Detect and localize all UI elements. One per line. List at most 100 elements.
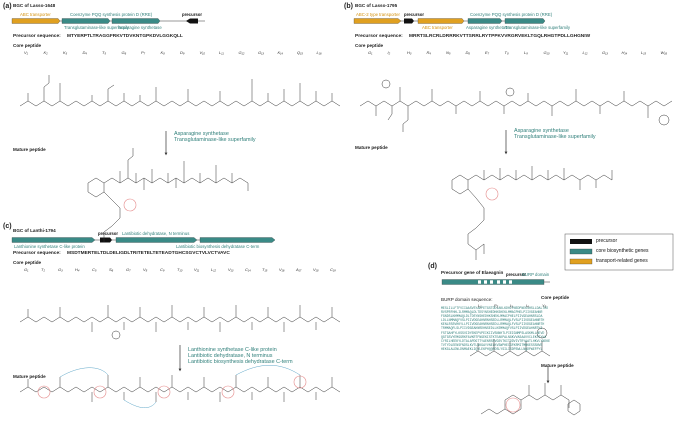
enzyme-c-1: Lanthionine synthetase C-like protein <box>188 347 277 353</box>
burp-sequence-line: TVTYDLEENSFNDSLKVTLNKGAYVNELKVSWPHECGFKR… <box>441 342 543 347</box>
gene-cluster-d <box>441 279 550 285</box>
residue-label: L₁₂ <box>582 50 588 55</box>
residue-label: T₈ <box>504 50 509 55</box>
residue-label: D₄ <box>82 50 88 55</box>
legend-item-transport: transport-related genes <box>596 258 648 264</box>
peptide-chain-b <box>359 79 673 132</box>
residue-label: C₁₄ <box>245 267 251 272</box>
residue-label: D₆ <box>465 50 471 55</box>
residue-label: V₁₁ <box>194 267 200 272</box>
mature-label-b: Mature peptide <box>355 145 388 150</box>
residue-label: V₁₀ <box>199 50 206 55</box>
residue-label: P₂ <box>494 303 499 308</box>
gene-label-a-precursor: precursor <box>182 12 203 17</box>
panel-letter-b: (b) <box>344 3 353 10</box>
residue-label: T₁₀ <box>177 267 183 272</box>
sequence-label-b: Precursor sequence: <box>355 34 403 39</box>
residue-label: L₁₆ <box>316 50 322 55</box>
gene-cluster-a <box>11 18 205 24</box>
residue-label: G₃ <box>58 267 63 272</box>
residue-label: K₂ <box>43 50 48 55</box>
gene-label-b-pqq: Coenzyme PQQ synthesis protein D (RRE) <box>470 12 553 17</box>
bgc-title-b: BGC of Lasso-1795 <box>355 3 398 8</box>
burp-label: BURP domain sequence: <box>441 297 493 302</box>
burp-sequence-line: FSTGAHFYLKSSVIDYEKEPVPEIKIIVSNNHTLPIEIGN… <box>441 330 545 335</box>
bgc-title-c: BGC of Lanthi-1794 <box>13 228 56 233</box>
gene-cluster-b <box>353 18 546 24</box>
gene-label-b-abc2: ABC-2 type transporter <box>356 12 400 17</box>
enzyme-b-1: Asparagine synthetase <box>514 128 569 134</box>
residue-label: T₂ <box>41 267 45 272</box>
gene-label-c-dehydratase-c: Lantibiotic biosynthesis dehydratase C-t… <box>176 244 260 249</box>
residue-label: V₁₆ <box>279 267 285 272</box>
residue-label: G₆ <box>121 50 127 55</box>
gene-label-a-pqq: Coenzyme PQQ synthesis protein D (RRE) <box>70 12 153 17</box>
peptide-chain-a <box>19 75 341 107</box>
residue-label: Y₁₁ <box>563 50 569 55</box>
mature-peptide-d <box>480 383 581 416</box>
residue-label: W₁₆ <box>660 50 668 55</box>
residue-label: I₄ <box>526 303 529 308</box>
residue-label: G₁₀ <box>543 50 550 55</box>
residue-label: L₁₁ <box>219 50 224 55</box>
burp-sequence-line: LDLLNMMAQFVSLPIIVDGEAHNRNHSEDLLRMMAQLFVS… <box>441 318 545 323</box>
title-d: Precursor gene of Elaeagnin <box>441 270 504 275</box>
residue-label: R₄ <box>426 50 432 55</box>
burp-sequence-line: CYRILHEEKYLDTALAPDGTTYAENRSSVGSVTKITDDVI… <box>441 338 551 343</box>
residue-label: I₂ <box>387 50 391 55</box>
peptide-chain-c <box>19 305 341 340</box>
residue-label: V₁₈ <box>313 267 319 272</box>
residue-label: E₇ <box>485 50 490 55</box>
residue-label: Y₅ <box>542 303 547 308</box>
residue-label: K₁₄ <box>277 50 284 55</box>
residue-label: N₅ <box>446 50 451 55</box>
burp-sequence-line: MESLILLFTFVIIAASVSYAEPETGSTDDIAKLKDHIPNE… <box>441 306 549 310</box>
residue-label: G₁ <box>24 267 29 272</box>
core-label-b: Core peptide <box>355 43 384 48</box>
panel-letter-a: (a) <box>3 3 12 10</box>
residue-label: G₇ <box>126 267 131 272</box>
residue-label: S₆ <box>109 267 114 272</box>
core-label-d: Core peptide <box>541 295 570 300</box>
residue-label: H₄ <box>75 267 80 272</box>
reaction-arrows <box>164 130 550 384</box>
residue-label: H₁₄ <box>621 50 628 55</box>
enzyme-b-2: Transglutaminase-like superfamily <box>514 134 596 141</box>
enzyme-a-2: Transglutaminase-like superfamily <box>174 137 256 144</box>
residue-label: Q₁₅ <box>297 50 303 55</box>
peptide-chain-d <box>469 327 551 357</box>
core-label-c: Core peptide <box>13 260 42 265</box>
gene-label-d-precursor: precursor <box>506 272 527 277</box>
mature-peptide-a-highlight <box>123 198 137 212</box>
burp-sequence-line: QGTGSVYEMGGRKFAVKRTFNGEKISTKTEAKPALNGKVV… <box>441 334 547 339</box>
residue-label: T₁₅ <box>262 267 268 272</box>
residue-label: V₁₃ <box>228 267 234 272</box>
enzymes-b: Asparagine synthetase Transglutaminase-l… <box>514 128 596 140</box>
mature-peptide-a <box>87 148 249 242</box>
panel-letter-d: (d) <box>428 263 437 270</box>
enzymes-a: Asparagine synthetase Transglutaminase-l… <box>174 131 256 143</box>
legend-box <box>564 233 674 271</box>
residue-label: C₁₉ <box>330 267 336 272</box>
gene-label-b-precursor: precursor <box>404 12 425 17</box>
residue-label: I₃ <box>510 303 513 308</box>
burp-sequence-block: MESLILLFTFVIIAASVSYAEPETGSTDDIAKLKDHIPNE… <box>441 306 550 351</box>
mature-label-c: Mature peptide <box>13 374 46 379</box>
residue-label: P₇ <box>141 50 146 55</box>
mature-peptide-c-highlights <box>37 375 307 399</box>
legend-item-core: core biosynthetic genes <box>596 248 649 254</box>
gene-label-b-abc: ABC transporter <box>422 25 453 30</box>
enzymes-c: Lanthionine synthetase C-like protein La… <box>188 347 293 366</box>
residue-label: L₁₅ <box>641 50 647 55</box>
residue-label: G₁₃ <box>602 50 608 55</box>
residue-label: T₅ <box>102 50 107 55</box>
panel-letter-c: (c) <box>3 223 12 230</box>
sequence-label-a: Precursor sequence: <box>13 34 61 39</box>
gene-label-a-asn: Asparagine synthetase <box>118 25 162 30</box>
residue-label: L₁ <box>478 303 482 308</box>
residue-label: G₁ <box>368 50 373 55</box>
sequence-c: MSDTMERTELTDLDELIGDLTRITETELTETEADTGHCSG… <box>67 251 230 256</box>
residue-label: A₁₇ <box>296 267 302 272</box>
residue-label: L₁₂ <box>211 267 217 272</box>
